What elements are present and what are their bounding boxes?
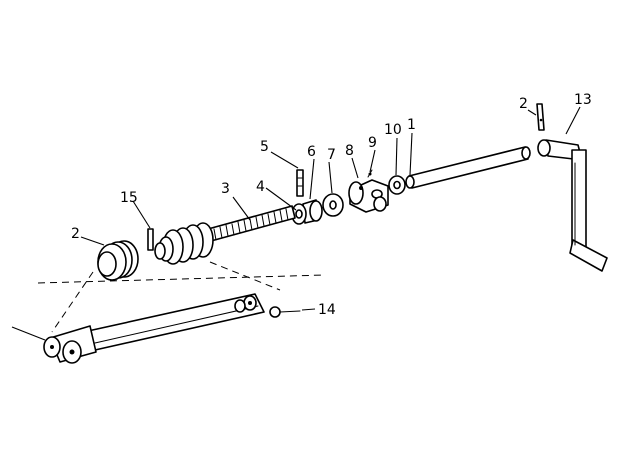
cotter-pin-top [536, 103, 545, 131]
callout-10: 10 [384, 122, 402, 138]
callout-13: 13 [574, 92, 592, 108]
collar-hub [348, 169, 389, 213]
nut [322, 193, 344, 217]
pin [147, 228, 154, 251]
callout-15: 15 [120, 190, 138, 206]
screw [269, 306, 301, 318]
callout-7: 7 [327, 147, 336, 163]
washer [388, 175, 406, 195]
cotter-pin [296, 169, 304, 197]
outer-spring [97, 240, 139, 281]
callout-4: 4 [256, 179, 265, 195]
callout-14: 14 [318, 302, 336, 318]
bushing [302, 199, 323, 224]
callout-labels: 1 2 13 10 9 8 7 6 5 4 3 15 2 14 [71, 92, 592, 318]
callout-2-spring: 2 [71, 226, 80, 242]
shaft [405, 146, 531, 189]
threaded-rod [207, 205, 296, 242]
callout-6: 6 [307, 144, 316, 160]
callout-9: 9 [368, 135, 377, 151]
leader-lines [11, 106, 581, 341]
callout-2-pin: 2 [519, 96, 528, 112]
callout-1: 1 [407, 117, 416, 133]
callout-5: 5 [260, 139, 269, 155]
alignment-lines [37, 261, 326, 333]
callout-3: 3 [221, 181, 230, 197]
callout-8: 8 [345, 143, 354, 159]
crank-handle [537, 139, 608, 272]
lever-arm [43, 293, 265, 364]
inner-spring [154, 222, 214, 265]
